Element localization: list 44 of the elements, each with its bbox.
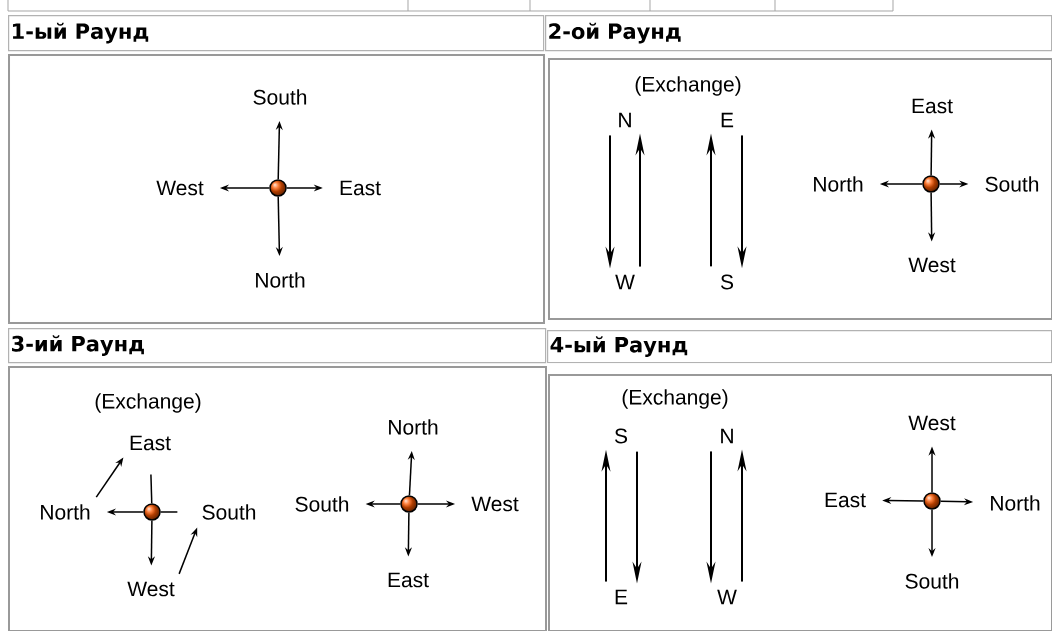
direction-label: West [127,581,175,597]
exchange-label: (Exchange) [635,76,741,96]
direction-label: South [905,573,959,589]
direction-label: East [388,572,429,588]
direction-label: E [721,112,734,128]
direction-label: North [991,495,1040,511]
direction-label: S [720,274,734,290]
direction-label: South [295,496,349,512]
direction-label: East [825,492,866,508]
exchange-label: (Exchange) [95,393,201,413]
center-ball [922,175,940,193]
header-cell: 1-ый Раунд [8,15,545,52]
center-ball [143,503,161,521]
direction-label: N [619,112,631,128]
line [150,473,153,504]
direction-label: West [156,180,204,196]
direction-label: North [389,419,438,435]
direction-label: N [721,428,733,444]
exchange-label: (Exchange) [622,389,728,409]
line [160,511,179,513]
header-cell: 2-ой Раунд [545,15,1052,52]
panel [8,366,547,631]
direction-label: West [908,415,956,431]
header-cell: 4-ый Раунд [547,330,1052,364]
direction-label: South [985,176,1039,192]
direction-label: East [130,435,171,451]
direction-label: West [471,496,519,512]
direction-label: East [340,180,381,196]
direction-label: W [615,274,635,290]
direction-label: West [908,257,956,273]
center-ball [269,179,287,197]
direction-label: North [256,272,305,288]
header-cell: 3-ий Раунд [8,328,547,364]
direction-label: E [615,589,628,605]
direction-label: North [814,176,863,192]
direction-label: North [41,504,90,520]
direction-label: S [614,428,628,444]
direction-label: South [202,504,256,520]
center-ball [400,495,418,513]
direction-label: W [717,589,737,605]
direction-label: South [253,89,307,105]
direction-label: East [912,98,953,114]
center-ball [923,492,941,510]
panel [8,54,545,324]
